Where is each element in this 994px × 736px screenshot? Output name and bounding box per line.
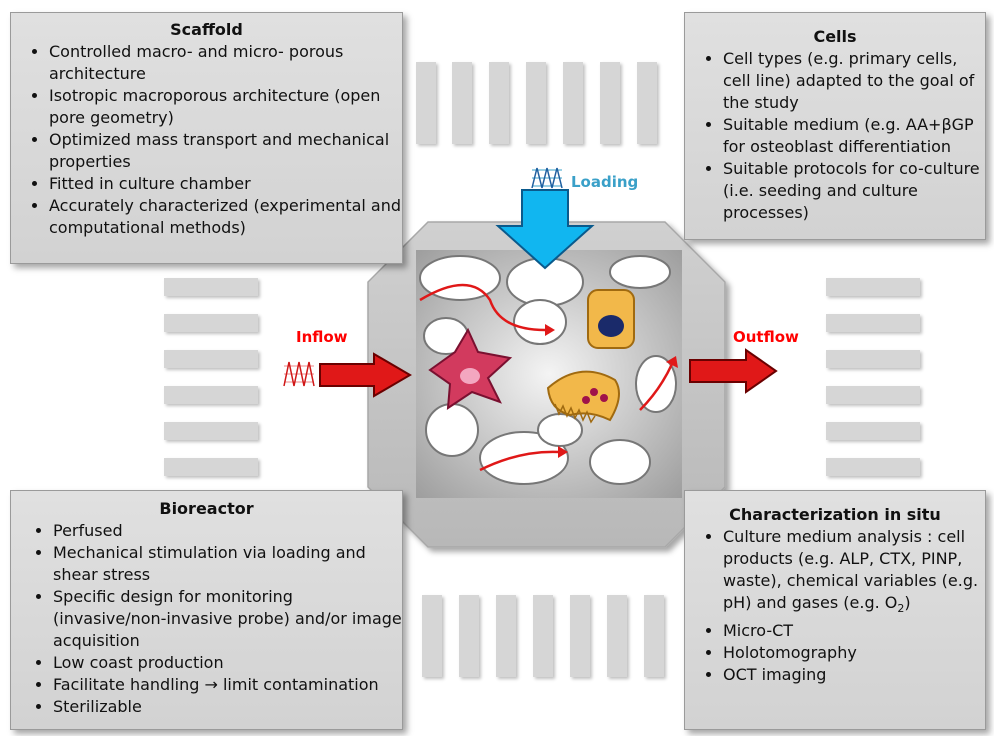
loading-label: Loading	[571, 173, 639, 191]
bioreactor-title: Bioreactor	[159, 499, 254, 518]
osteoclast-cell	[546, 370, 620, 424]
down-arrow-icon	[495, 189, 595, 270]
bar	[826, 458, 920, 476]
bioreactor-panel: Bioreactor Perfused Mechanical stimulati…	[10, 490, 403, 730]
bar	[416, 62, 436, 144]
bar	[826, 386, 920, 404]
bar	[452, 62, 472, 144]
bar	[563, 62, 583, 144]
list-item: Accurately characterized (experimental a…	[49, 195, 402, 239]
bar	[164, 314, 258, 332]
list-item: Mechanical stimulation via loading and s…	[53, 542, 402, 586]
list-item: Isotropic macroporous architecture (open…	[49, 85, 402, 129]
bar	[164, 458, 258, 476]
osteoblast-cell	[587, 289, 635, 349]
bar	[526, 62, 546, 144]
right-arrow-icon	[689, 348, 778, 394]
bar	[607, 595, 627, 677]
characterization-panel: Characterization in situ Culture medium …	[684, 490, 986, 730]
list-item: Cell types (e.g. primary cells, cell lin…	[723, 48, 985, 114]
bar	[164, 386, 258, 404]
bar	[533, 595, 553, 677]
bioreactor-list: Perfused Mechanical stimulation via load…	[11, 520, 402, 718]
list-item: Holotomography	[723, 642, 985, 664]
list-item: Facilitate handling → limit contaminatio…	[53, 674, 402, 696]
list-item: Controlled macro- and micro- porous arch…	[49, 41, 402, 85]
bar	[826, 350, 920, 368]
oxygen-subscript: 2	[897, 602, 905, 616]
list-item: Fitted in culture chamber	[49, 173, 402, 195]
list-item: Sterilizable	[53, 696, 402, 718]
list-item: Specific design for monitoring (invasive…	[53, 586, 402, 652]
cells-panel: Cells Cell types (e.g. primary cells, ce…	[684, 12, 986, 240]
cells-title: Cells	[813, 27, 857, 46]
list-item: Perfused	[53, 520, 402, 542]
bar	[496, 595, 516, 677]
list-item: Low coast production	[53, 652, 402, 674]
bar	[826, 314, 920, 332]
bar	[644, 595, 664, 677]
list-item: Culture medium analysis : cell products …	[723, 526, 985, 620]
inflow-label: Inflow	[296, 328, 348, 346]
bar	[826, 422, 920, 440]
loading-wave-icon	[531, 167, 563, 189]
scaffold-image	[416, 250, 682, 498]
inflow-wave-icon	[283, 361, 315, 387]
list-item: Optimized mass transport and mechanical …	[49, 129, 402, 173]
bar	[826, 278, 920, 296]
list-item: OCT imaging	[723, 664, 985, 686]
scaffold-panel: Scaffold Controlled macro- and micro- po…	[10, 12, 403, 264]
bar	[459, 595, 479, 677]
characterization-title: Characterization in situ	[729, 505, 941, 524]
stem-cell	[428, 327, 513, 410]
bar	[164, 350, 258, 368]
scaffold-title: Scaffold	[170, 20, 243, 39]
right-arrow-icon	[319, 352, 412, 398]
list-item: Micro-CT	[723, 620, 985, 642]
list-item: Suitable protocols for co-culture (i.e. …	[723, 158, 985, 224]
outflow-label: Outflow	[733, 328, 799, 346]
cells-list: Cell types (e.g. primary cells, cell lin…	[685, 48, 985, 224]
list-item: Suitable medium (e.g. AA+βGP for osteobl…	[723, 114, 985, 158]
closing-paren: )	[904, 593, 911, 612]
bar	[422, 595, 442, 677]
bar	[164, 422, 258, 440]
bar	[489, 62, 509, 144]
bar	[164, 278, 258, 296]
culture-medium-text: Culture medium analysis : cell products …	[723, 527, 979, 612]
characterization-list: Culture medium analysis : cell products …	[685, 526, 985, 686]
bar	[570, 595, 590, 677]
bar	[637, 62, 657, 144]
bar	[600, 62, 620, 144]
scaffold-list: Controlled macro- and micro- porous arch…	[11, 41, 402, 239]
